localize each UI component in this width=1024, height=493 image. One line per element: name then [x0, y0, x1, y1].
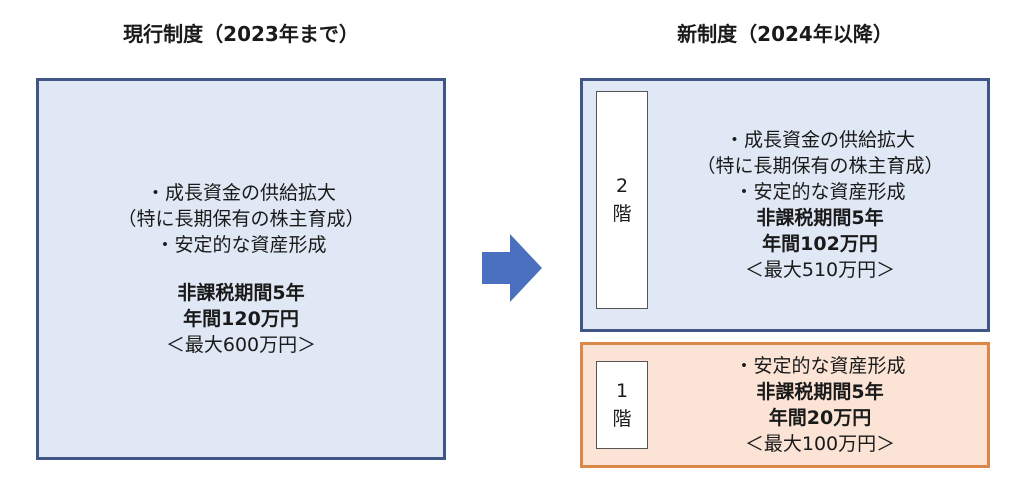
tier1-box	[580, 342, 990, 468]
tier2-max-limit: ＜最大510万円＞	[744, 259, 896, 281]
current-max-limit: ＜最大600万円＞	[165, 334, 317, 356]
current-purpose-asset: ・安定的な資産形成	[155, 234, 327, 256]
tier2-box	[580, 78, 990, 332]
tier1-content: ・安定的な資産形成 非課税期間5年 年間20万円 ＜最大100万円＞	[660, 345, 980, 465]
tier1-max-limit: ＜最大100万円＞	[744, 433, 896, 455]
tier1-label-kanji: 階	[612, 408, 632, 430]
current-system-heading: 現行制度（2023年まで）	[123, 22, 359, 46]
tier1-label-number: 1	[615, 380, 629, 402]
tier2-purpose-growth: ・成長資金の供給拡大	[724, 129, 915, 151]
current-annual-limit: 年間120万円	[183, 308, 299, 330]
current-tax-free-period: 非課税期間5年	[177, 282, 305, 304]
tier2-content: ・成長資金の供給拡大 （特に長期保有の株主育成） ・安定的な資産形成 非課税期間…	[660, 81, 980, 329]
tier1-purpose-asset: ・安定的な資産形成	[734, 355, 906, 377]
right-arrow-icon	[482, 234, 542, 302]
tier1-label: 1 階	[596, 361, 648, 449]
tier2-label: 2 階	[596, 91, 648, 309]
tier1-tax-free-period: 非課税期間5年	[756, 381, 884, 403]
current-system-box: ・成長資金の供給拡大 （特に長期保有の株主育成） ・安定的な資産形成 非課税期間…	[36, 78, 446, 460]
tier1-annual-limit: 年間20万円	[768, 407, 872, 429]
new-system-heading: 新制度（2024年以降）	[677, 22, 893, 46]
current-purpose-growth: ・成長資金の供給拡大	[145, 182, 336, 204]
tier2-annual-limit: 年間102万円	[762, 233, 878, 255]
current-purpose-growth-note: （特に長期保有の株主育成）	[117, 208, 365, 230]
tier2-label-kanji: 階	[612, 203, 632, 225]
tier2-purpose-growth-note: （特に長期保有の株主育成）	[696, 155, 944, 177]
tier2-purpose-asset: ・安定的な資産形成	[734, 181, 906, 203]
tier2-tax-free-period: 非課税期間5年	[756, 207, 884, 229]
tier2-label-number: 2	[615, 175, 629, 197]
